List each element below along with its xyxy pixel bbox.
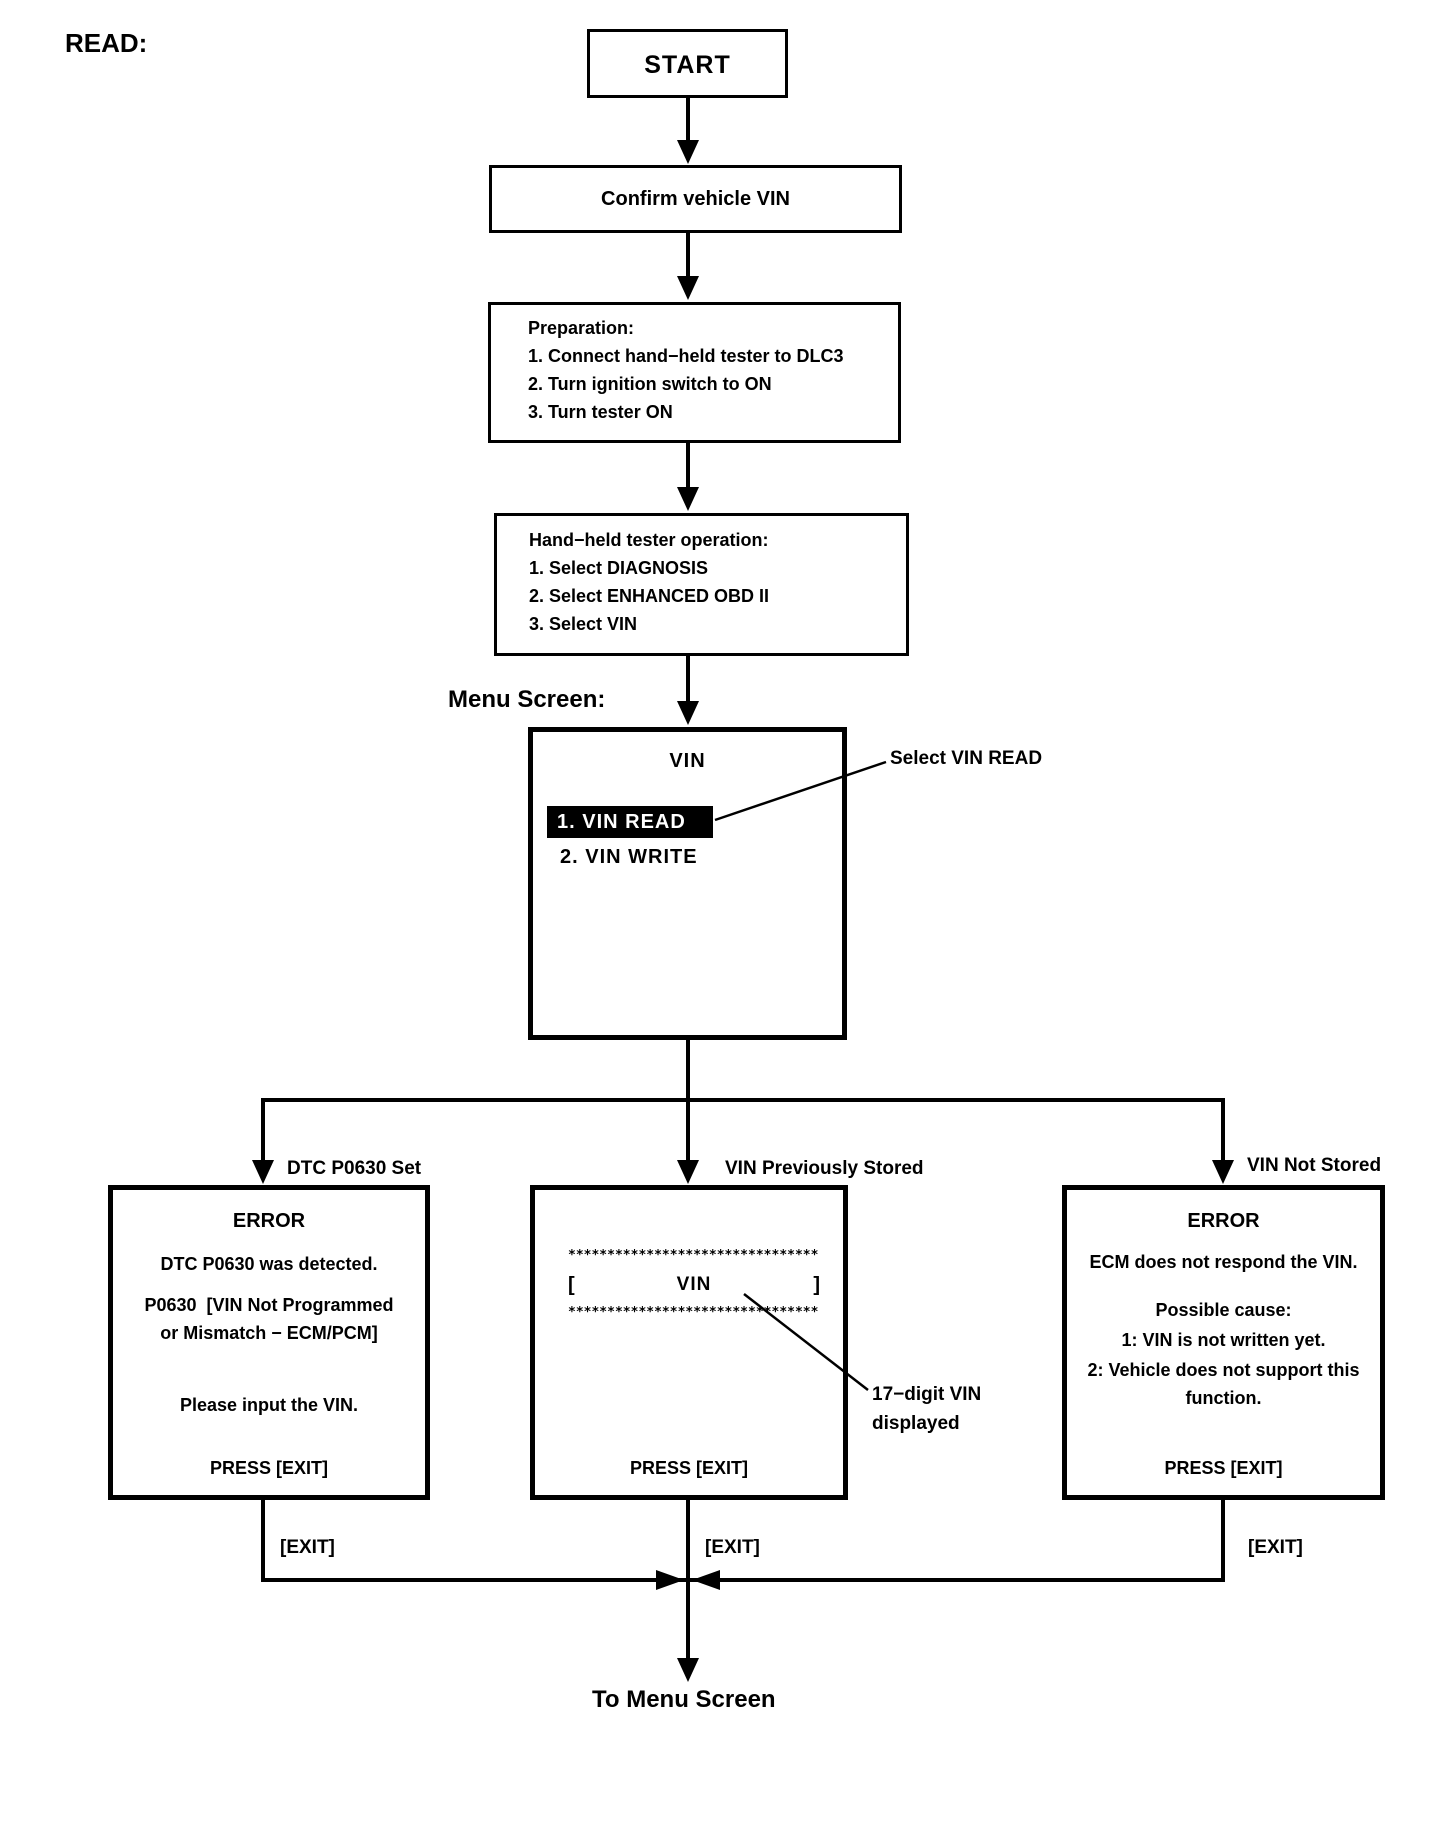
arrow-down-icon: [1212, 1160, 1234, 1184]
select-vin-read-callout: Select VIN READ: [890, 748, 1043, 769]
branch-line-right: [1221, 1098, 1225, 1160]
dtc-error-title: ERROR: [232, 1210, 306, 1232]
merge-line: [261, 1578, 1225, 1582]
branch-line-center: [686, 1102, 690, 1160]
menu-item-vin-write: 2. VIN WRITE: [560, 846, 698, 868]
flow-line: [686, 233, 690, 278]
arrow-down-icon: [677, 1658, 699, 1682]
ecm-error-title: ERROR: [1187, 1210, 1260, 1232]
tester-operation-step: 1. Select DIAGNOSIS: [529, 558, 709, 578]
menu-item-vin-read-label: 1. VIN READ: [557, 811, 686, 833]
branch-line-left: [261, 1098, 265, 1160]
ecm-error-line: function.: [1185, 1388, 1262, 1408]
preparation-step: 3. Turn tester ON: [528, 402, 673, 422]
menu-screen-heading: Menu Screen:: [448, 686, 606, 713]
ecm-error-box: ERROR ECM does not respond the VIN. Poss…: [1062, 1185, 1385, 1500]
ecm-error-line: 2: Vehicle does not support this: [1087, 1360, 1360, 1380]
preparation-title: Preparation:: [528, 318, 635, 338]
dtc-error-box: ERROR DTC P0630 was detected. P0630 [VIN…: [108, 1185, 430, 1500]
vin-digit-callout-line1: 17−digit VIN: [872, 1384, 982, 1405]
tester-operation-step: 2. Select ENHANCED OBD II: [529, 586, 770, 606]
exit-line-right: [1221, 1500, 1225, 1582]
vin-menu-title: VIN: [669, 750, 706, 772]
vin-screen-vin-label: VIN: [676, 1274, 712, 1295]
arrow-down-icon: [677, 701, 699, 725]
to-menu-screen-label: To Menu Screen: [592, 1686, 776, 1713]
branch-label-dtc-set: DTC P0630 Set: [287, 1158, 422, 1179]
branch-splitter-line: [261, 1098, 1225, 1102]
arrow-down-icon: [252, 1160, 274, 1184]
arrow-down-icon: [677, 487, 699, 511]
read-heading: READ:: [65, 28, 148, 58]
confirm-vin-label: Confirm vehicle VIN: [601, 188, 790, 210]
arrow-right-icon: [656, 1570, 684, 1590]
preparation-step: 2. Turn ignition switch to ON: [528, 374, 772, 394]
dtc-error-press-exit: PRESS [EXIT]: [209, 1458, 329, 1478]
menu-item-vin-read: 1. VIN READ: [547, 806, 713, 838]
vin-menu-box: VIN 1. VIN READ 2. VIN WRITE: [528, 727, 847, 1040]
start-box: START: [587, 29, 788, 98]
ecm-error-press-exit: PRESS [EXIT]: [1164, 1458, 1283, 1478]
dtc-error-line: DTC P0630 was detected.: [160, 1254, 378, 1274]
branch-label-vin-not-stored: VIN Not Stored: [1247, 1155, 1382, 1176]
flow-line: [686, 1582, 690, 1660]
exit-line-center: [686, 1498, 690, 1582]
exit-label-center: [EXIT]: [705, 1537, 760, 1558]
ecm-error-line: Possible cause:: [1155, 1300, 1292, 1320]
flow-line: [686, 98, 690, 142]
exit-label-right: [EXIT]: [1248, 1537, 1303, 1558]
tester-operation-box: Hand−held tester operation: 1. Select DI…: [494, 513, 909, 656]
arrow-down-icon: [677, 276, 699, 300]
flow-line: [686, 443, 690, 489]
tester-operation-step: 3. Select VIN: [529, 614, 638, 634]
preparation-step: 1. Connect hand−held tester to DLC3: [528, 346, 844, 366]
flow-line: [686, 656, 690, 703]
bracket-open: [: [568, 1274, 575, 1296]
dtc-error-line: or Mismatch − ECM/PCM]: [160, 1323, 378, 1343]
flow-line: [686, 1040, 690, 1102]
arrow-left-icon: [692, 1570, 720, 1590]
bracket-close: ]: [813, 1274, 820, 1296]
vin-display-box: ******************************** [ VIN ]…: [530, 1185, 848, 1500]
confirm-vin-box: Confirm vehicle VIN: [489, 165, 902, 233]
exit-line-left: [261, 1500, 265, 1582]
start-label: START: [644, 51, 731, 79]
vin-screen-stars-bottom: ********************************: [568, 1305, 819, 1320]
ecm-error-line: ECM does not respond the VIN.: [1089, 1252, 1358, 1272]
tester-operation-title: Hand−held tester operation:: [529, 530, 769, 550]
exit-label-left: [EXIT]: [280, 1537, 335, 1558]
preparation-box: Preparation: 1. Connect hand−held tester…: [488, 302, 901, 443]
ecm-error-line: 1: VIN is not written yet.: [1121, 1330, 1326, 1350]
vin-screen-stars-top: ********************************: [568, 1248, 819, 1263]
arrow-down-icon: [677, 1160, 699, 1184]
vin-screen-bracket-row: [ VIN ]: [568, 1274, 820, 1297]
vin-display-press-exit: PRESS [EXIT]: [629, 1458, 749, 1478]
dtc-error-line: P0630 [VIN Not Programmed: [144, 1295, 394, 1315]
branch-label-vin-stored: VIN Previously Stored: [725, 1158, 924, 1179]
arrow-down-icon: [677, 140, 699, 164]
vin-digit-callout-line2: displayed: [872, 1413, 960, 1434]
dtc-error-line: Please input the VIN.: [179, 1395, 359, 1415]
